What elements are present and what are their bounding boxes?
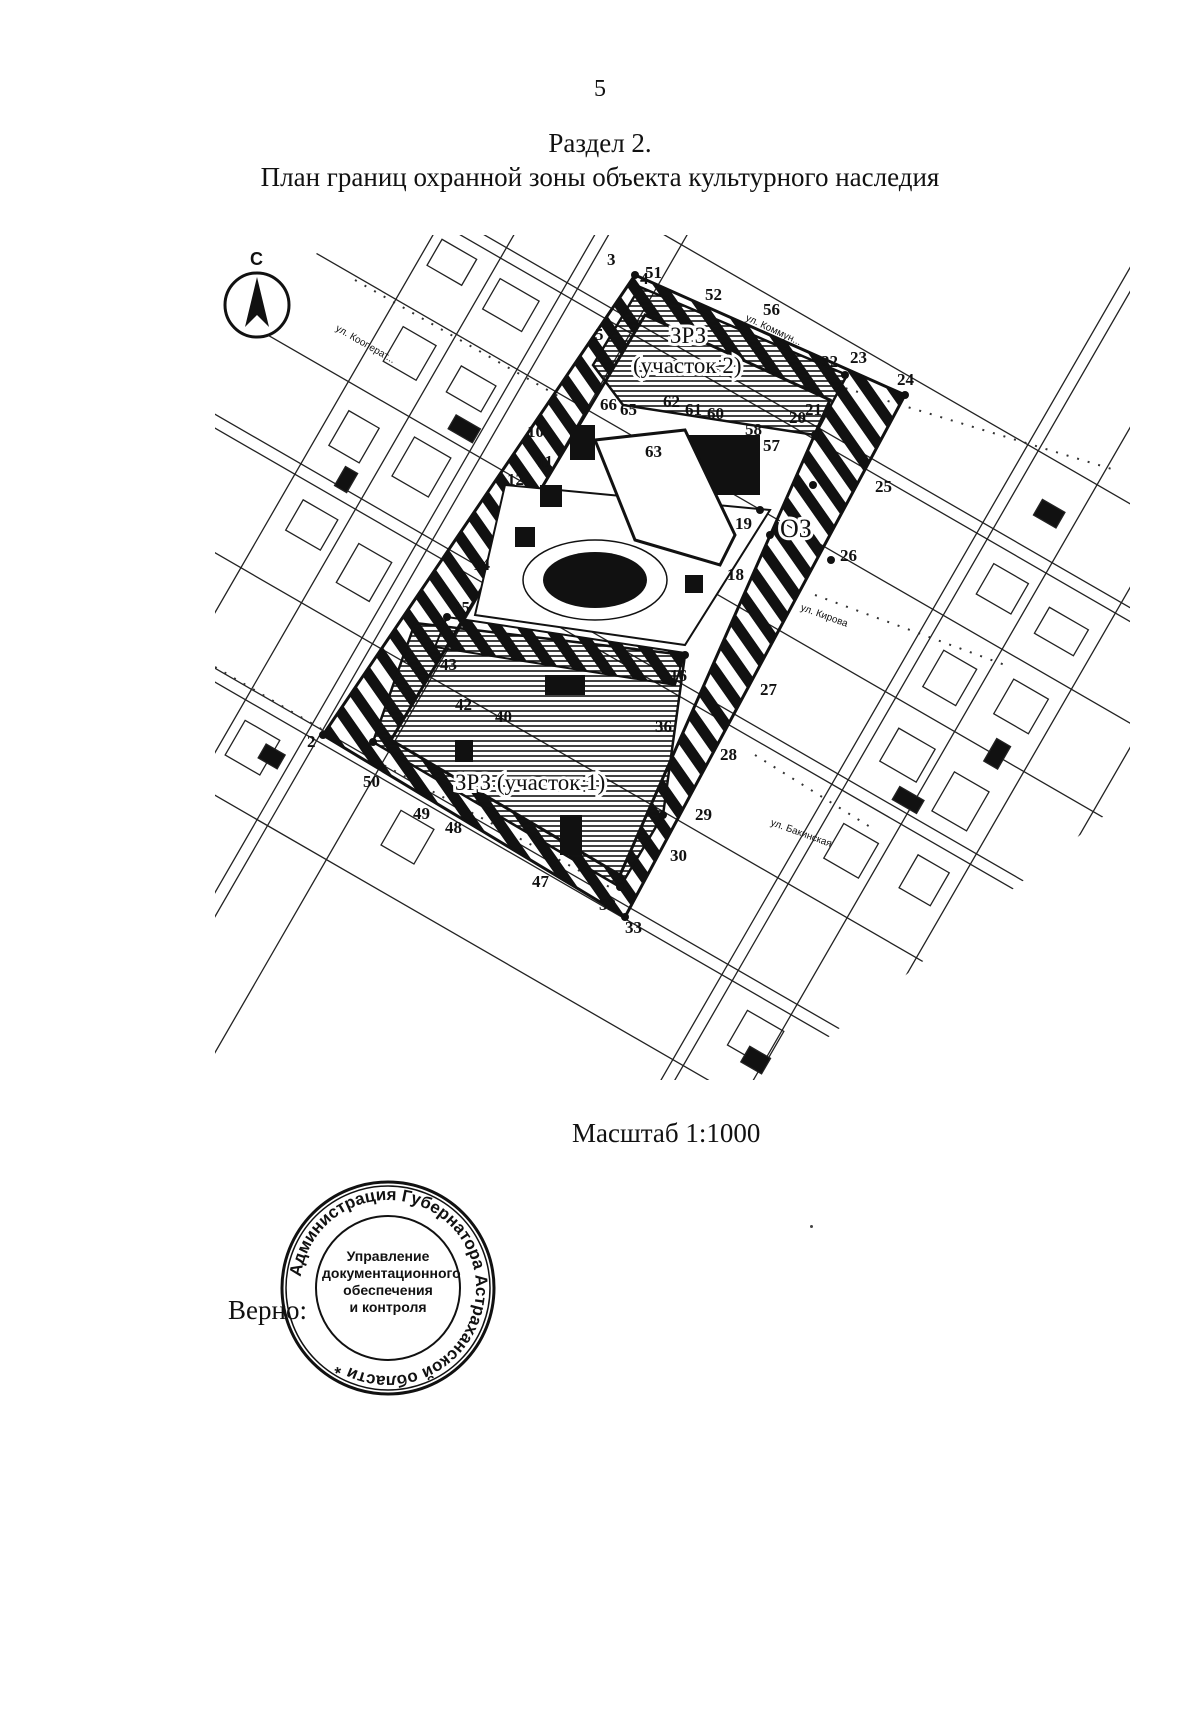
- stamp-center-text: Управление документационного обеспечения…: [322, 1248, 461, 1316]
- street-label: ул. Кооперат...: [334, 323, 397, 366]
- small-building: [685, 575, 703, 593]
- page-number: 5: [594, 76, 606, 102]
- small-building: [570, 425, 595, 460]
- point-number: 42: [455, 695, 472, 714]
- point-number: 4: [640, 269, 649, 288]
- zone-labels: ЗРЗ ЗРЗ (участок 2) (участок 2) ОЗ ОЗ ЗР…: [452, 320, 815, 798]
- point-number: 47: [532, 872, 550, 891]
- point-number: 15: [453, 598, 470, 617]
- point-number: 43: [440, 655, 457, 674]
- boundary-points: [319, 271, 909, 921]
- zrz2-part-halo: (участок 2): [633, 353, 741, 378]
- point-number: 18: [727, 565, 744, 584]
- stamp-line: Управление: [346, 1248, 430, 1264]
- oz-label-halo: ОЗ: [780, 514, 812, 543]
- stamp-line: и контроля: [349, 1299, 427, 1315]
- point-number: 36: [655, 717, 672, 736]
- section-title: Раздел 2.: [548, 128, 652, 158]
- point-number: 48: [445, 818, 462, 837]
- point-number: 24: [897, 370, 915, 389]
- zrz1-label: ЗРЗ (участок 1): [455, 770, 605, 795]
- zrz-zone-2: [591, 285, 849, 437]
- point-number: 21: [805, 400, 822, 419]
- point-number: 2: [307, 732, 316, 751]
- point-number: 40: [495, 707, 512, 726]
- point-number: 56: [763, 300, 780, 319]
- oz-label: ОЗ: [780, 514, 812, 543]
- stamp-seal: Администрация Губернатора Астраханской о…: [280, 1180, 496, 1396]
- small-building: [515, 527, 535, 547]
- point-number: 25: [875, 477, 892, 496]
- point-number: 10: [527, 422, 544, 441]
- point-number: 62: [663, 392, 680, 411]
- map-svg: 2 3 4 5 10 11 12 14 15 16 18 19 20 21 22…: [215, 235, 1130, 1080]
- church-building: [543, 552, 647, 608]
- north-arrow: С: [223, 249, 291, 339]
- protection-strip: [433, 615, 687, 687]
- zrz2-label: ЗРЗ: [670, 323, 706, 348]
- church-outline: [522, 539, 668, 621]
- point-number: 32: [599, 895, 616, 914]
- point-number: 49: [413, 804, 430, 823]
- north-label: С: [250, 249, 263, 269]
- zone-boundary-map: 2 3 4 5 10 11 12 14 15 16 18 19 20 21 22…: [215, 235, 1130, 1080]
- point-number: 20: [789, 408, 806, 427]
- point-number: 66: [600, 395, 617, 414]
- annex-building: [592, 428, 737, 567]
- point-number: 27: [760, 680, 778, 699]
- point-number: 65: [620, 400, 637, 419]
- small-building: [455, 740, 473, 762]
- stamp-line: обеспечения: [343, 1282, 433, 1298]
- point-number: 57: [763, 436, 781, 455]
- point-number: 51: [645, 263, 662, 282]
- point-number: 63: [645, 442, 662, 461]
- stamp-line: документационного: [322, 1265, 461, 1281]
- point-number: 23: [850, 348, 867, 367]
- point-number: 12: [507, 470, 524, 489]
- point-number: 19: [735, 514, 752, 533]
- point-number: 3: [607, 250, 616, 269]
- point-number: 28: [720, 745, 737, 764]
- point-number: 5: [595, 325, 604, 344]
- point-number: 61: [685, 400, 702, 419]
- point-number: 16: [670, 666, 687, 685]
- small-building: [545, 675, 585, 695]
- small-building: [540, 485, 562, 507]
- street-label: ул. Кирова: [799, 602, 850, 629]
- stray-dot: [810, 1225, 813, 1228]
- point-number: 52: [705, 285, 722, 304]
- point-number: 11: [537, 452, 553, 471]
- certified-note: Верно:: [228, 1295, 307, 1325]
- small-building: [560, 815, 582, 855]
- point-number: 14: [473, 555, 491, 574]
- point-number: 58: [745, 420, 762, 439]
- official-stamp: Администрация Губернатора Астраханской о…: [278, 1178, 498, 1398]
- point-number: 26: [840, 546, 857, 565]
- point-number: 33: [625, 918, 642, 937]
- point-numbers: 2 3 4 5 10 11 12 14 15 16 18 19 20 21 22…: [307, 250, 915, 937]
- point-number: 29: [695, 805, 712, 824]
- plan-title: План границ охранной зоны объекта культу…: [260, 162, 940, 192]
- zrz1-label-halo: ЗРЗ (участок 1): [455, 770, 605, 795]
- north-arrow-icon: [245, 277, 269, 327]
- map-scale: Масштаб 1:1000: [572, 1118, 761, 1148]
- point-number: 60: [707, 404, 724, 423]
- point-number: 30: [670, 846, 687, 865]
- point-number: 22: [821, 352, 838, 371]
- zrz2-label-halo: ЗРЗ: [670, 323, 706, 348]
- point-number: 50: [363, 772, 380, 791]
- zrz2-part-label: (участок 2): [633, 353, 741, 378]
